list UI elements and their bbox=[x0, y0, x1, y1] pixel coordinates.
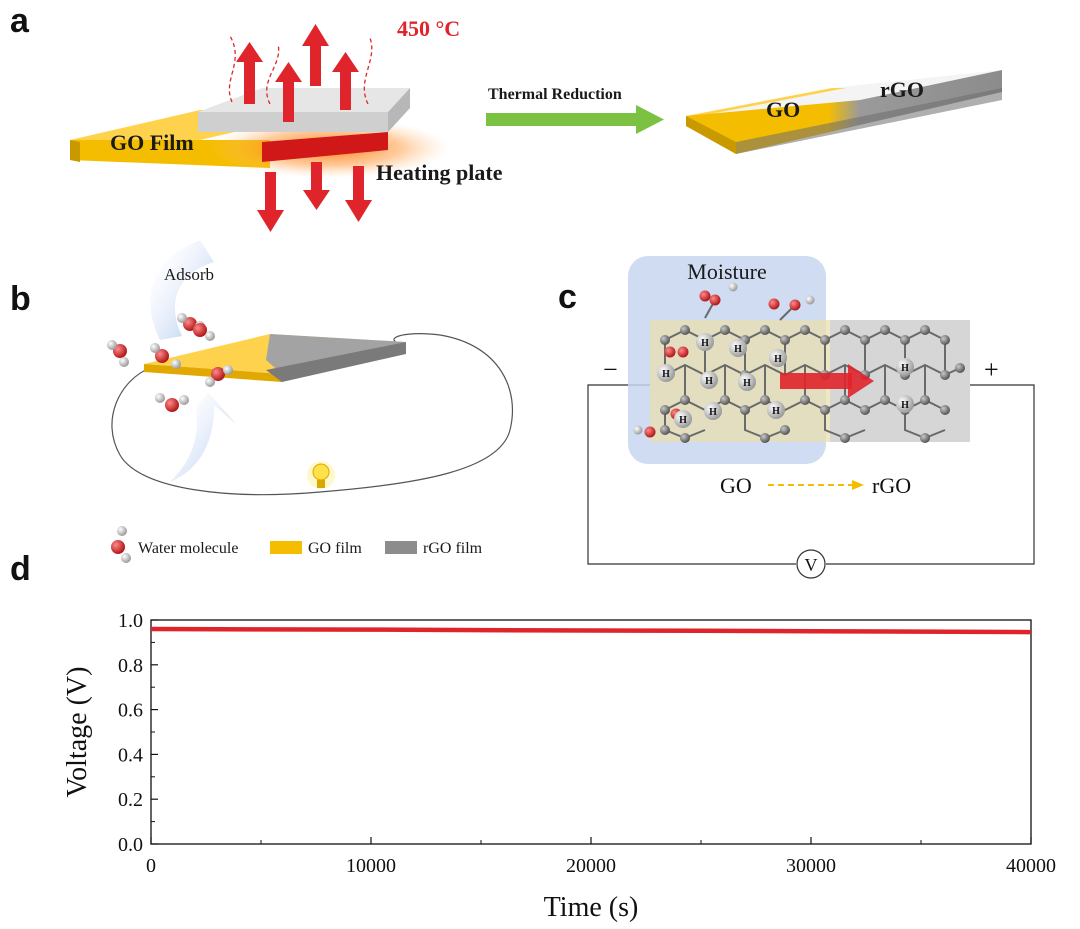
voltage-time-chart: 0.0 0.2 0.4 0.6 0.8 1.0 0 10000 20000 30000 40000… bbox=[62, 610, 1056, 923]
adsorb-label: Adsorb bbox=[164, 265, 214, 284]
proton-icon bbox=[896, 395, 914, 413]
legend-water-icon bbox=[111, 526, 131, 563]
result-strip: GO rGO bbox=[686, 70, 1002, 154]
panel-letter-a: a bbox=[10, 2, 29, 40]
y-tick-label: 0.2 bbox=[118, 789, 143, 811]
panel-b: Adsorb bbox=[107, 240, 514, 563]
heat-up-arrows bbox=[236, 24, 359, 122]
legend-b: Water molecule GO film rGO film bbox=[111, 526, 483, 563]
proton-label: H bbox=[662, 369, 670, 380]
proton-icon bbox=[729, 339, 747, 357]
adsorb-sweep-bottom bbox=[170, 392, 236, 482]
plot-frame bbox=[150, 619, 1032, 845]
water-molecule-icon bbox=[193, 323, 215, 341]
voltmeter-symbol: V bbox=[805, 555, 818, 575]
proton-label: H bbox=[709, 407, 717, 418]
panel-letter-b: b bbox=[10, 280, 31, 318]
water-molecules bbox=[107, 313, 233, 412]
plus-sign: + bbox=[984, 355, 999, 384]
proton-icon bbox=[767, 401, 785, 419]
proton-label: H bbox=[743, 378, 751, 389]
light-bulb-icon bbox=[307, 461, 335, 489]
circuit-wire bbox=[111, 333, 514, 496]
proton-icon bbox=[674, 410, 692, 428]
minus-sign: − bbox=[603, 355, 618, 384]
proton-icon bbox=[769, 349, 787, 367]
series-layer bbox=[150, 626, 1032, 635]
heat-down-arrows bbox=[257, 162, 372, 232]
water-molecule-icon bbox=[107, 340, 129, 367]
moisture-label: Moisture bbox=[687, 259, 766, 284]
proton-label: H bbox=[705, 376, 713, 387]
legend-water-label: Water molecule bbox=[138, 540, 238, 557]
y-axis-title: Voltage (V) bbox=[62, 667, 93, 798]
legend-go-label: GO film bbox=[308, 540, 362, 557]
proton-icon bbox=[896, 358, 914, 376]
proton-group bbox=[657, 333, 914, 428]
proton-labels: H H H H H H H H H H H bbox=[662, 338, 909, 426]
panel-a: GO Film Heating plate 450 °C bbox=[70, 16, 1002, 232]
proton-label: H bbox=[901, 400, 909, 411]
y-axis-ticks: 0.0 0.2 0.4 0.6 0.8 1.0 bbox=[118, 610, 158, 856]
adsorb-sweep-top bbox=[150, 240, 214, 340]
proton-icon bbox=[700, 371, 718, 389]
water-molecule-icon bbox=[150, 343, 181, 369]
proton-icon bbox=[696, 333, 714, 351]
legend-rgo-swatch bbox=[385, 541, 417, 554]
x-tick-label: 10000 bbox=[346, 855, 396, 877]
proton-icon bbox=[657, 364, 675, 382]
panel-letter-c: c bbox=[558, 278, 577, 316]
legend-rgo-label: rGO film bbox=[423, 540, 483, 557]
proton-migration-arrow bbox=[780, 364, 874, 398]
proton-label: H bbox=[701, 338, 709, 349]
result-rgo-label: rGO bbox=[880, 77, 924, 102]
gradient-arrow-head bbox=[852, 480, 864, 490]
gradient-go-label: GO bbox=[720, 473, 752, 498]
proton-icon bbox=[738, 373, 756, 391]
panel-c: V − + Moisture bbox=[587, 256, 1035, 579]
proton-label: H bbox=[774, 354, 782, 365]
legend-go-swatch bbox=[270, 541, 302, 554]
heating-plate-label: Heating plate bbox=[376, 160, 503, 185]
proton-label: H bbox=[772, 406, 780, 417]
process-arrow bbox=[486, 105, 664, 134]
proton-icon bbox=[704, 402, 722, 420]
heat-wisps bbox=[228, 35, 373, 105]
x-axis-title: Time (s) bbox=[544, 892, 639, 923]
sensor-strip bbox=[144, 334, 406, 382]
water-molecule-icon bbox=[155, 393, 189, 412]
proton-label: H bbox=[734, 344, 742, 355]
x-tick-label: 30000 bbox=[786, 855, 836, 877]
y-tick-label: 0.4 bbox=[118, 744, 143, 766]
circuit-right-wire bbox=[826, 384, 1035, 565]
go-film-label: GO Film bbox=[110, 130, 194, 155]
proton-label: H bbox=[679, 415, 687, 426]
voltage-series-line bbox=[150, 626, 1032, 635]
y-tick-label: 0.0 bbox=[118, 834, 143, 856]
x-tick-label: 0 bbox=[146, 855, 156, 877]
y-tick-label: 1.0 bbox=[118, 610, 143, 632]
voltmeter-icon bbox=[796, 549, 826, 579]
y-tick-label: 0.6 bbox=[118, 700, 143, 722]
proton-label: H bbox=[901, 363, 909, 374]
y-tick-label: 0.8 bbox=[118, 655, 143, 677]
water-molecule-icon bbox=[205, 365, 233, 387]
panel-letter-d: d bbox=[10, 550, 31, 588]
x-axis-ticks: 0 10000 20000 30000 40000 bbox=[146, 837, 1056, 877]
gradient-rgo-label: rGO bbox=[872, 473, 911, 498]
circuit-left-wire bbox=[587, 384, 796, 565]
temperature-label: 450 °C bbox=[397, 16, 460, 41]
process-label: Thermal Reduction bbox=[488, 86, 622, 103]
x-tick-label: 20000 bbox=[566, 855, 616, 877]
result-go-label: GO bbox=[766, 97, 800, 122]
x-tick-label: 40000 bbox=[1006, 855, 1056, 877]
